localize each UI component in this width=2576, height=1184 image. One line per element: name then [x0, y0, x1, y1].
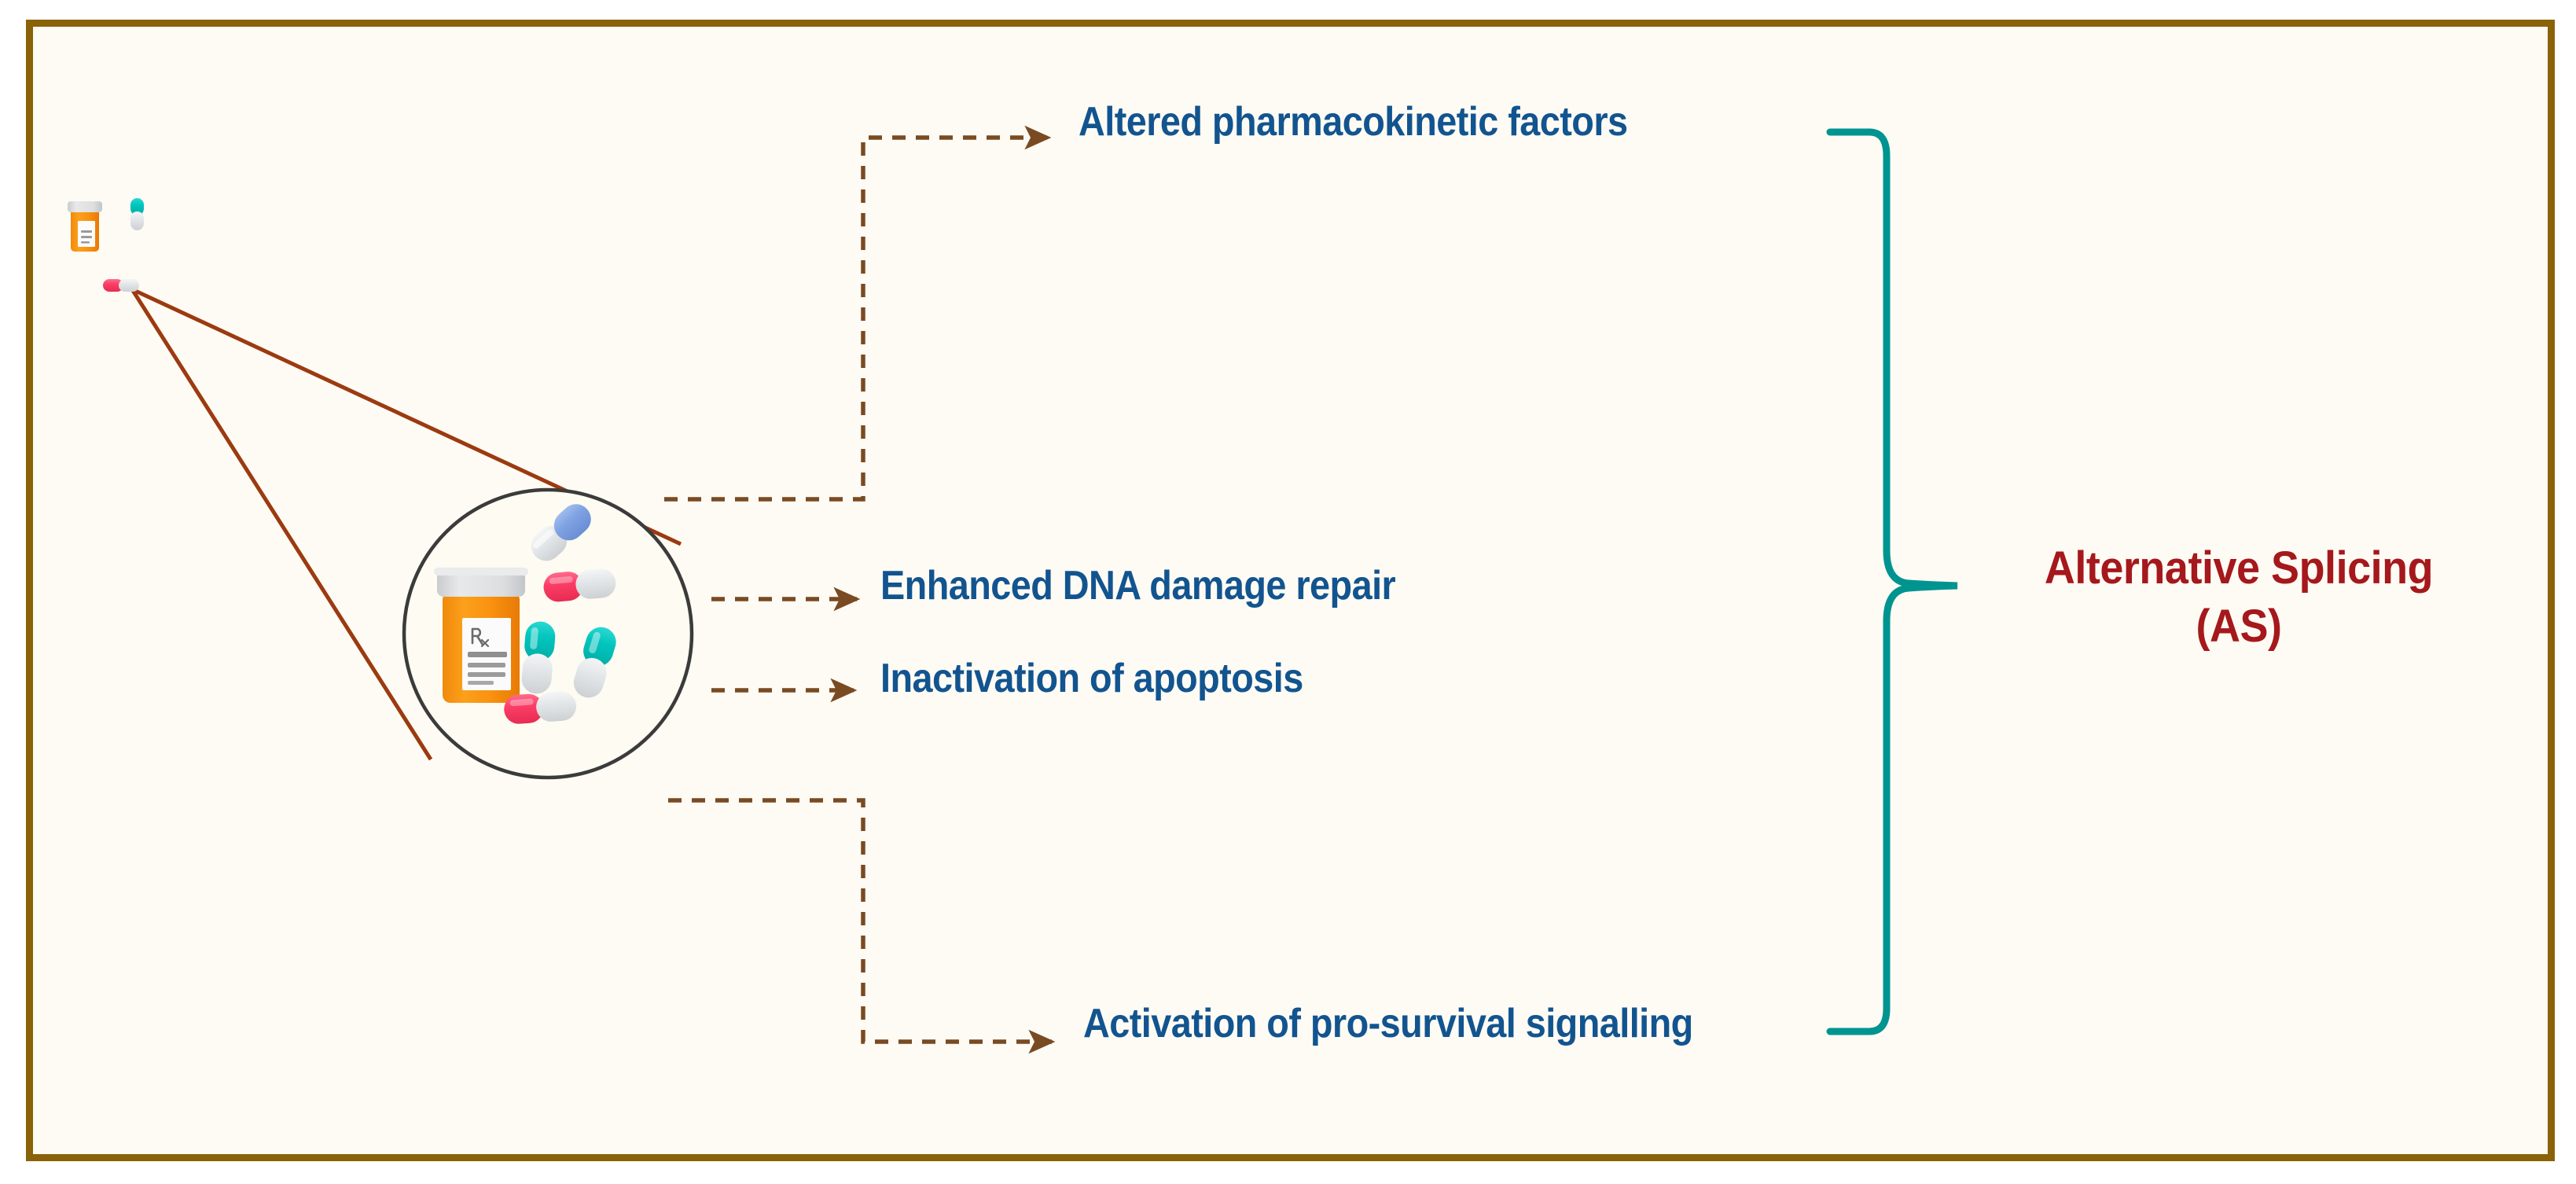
alternative-splicing-line1: Alternative Splicing	[2044, 542, 2434, 594]
alternative-splicing-title: Alternative Splicing (AS)	[2005, 539, 2472, 656]
label-enhanced-dna-damage-repair: Enhanced DNA damage repair	[880, 563, 1396, 609]
label-inactivation-of-apoptosis: Inactivation of apoptosis	[880, 656, 1303, 701]
label-altered-pharmacokinetic-factors: Altered pharmacokinetic factors	[1079, 99, 1628, 145]
label-activation-of-pro-survival-signalling: Activation of pro-survival signalling	[1083, 1001, 1693, 1046]
alternative-splicing-line2: (AS)	[2196, 601, 2282, 652]
